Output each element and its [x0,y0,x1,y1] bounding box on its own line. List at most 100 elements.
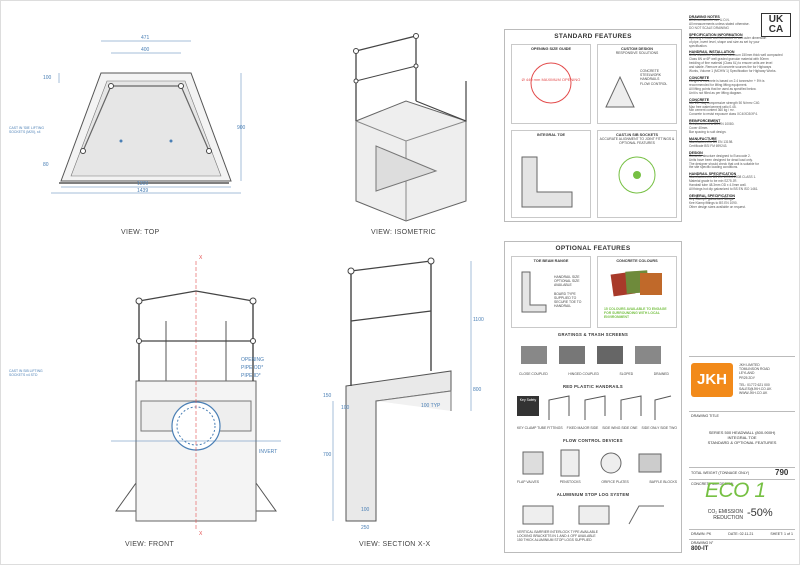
notes-spec-0: Opening in back wall fabricated to suit … [689,35,767,40]
mix-block: CONCRETE MIX DESIGN [689,479,795,489]
custom-item-0: CONCRETE [640,69,660,73]
grating-item-2: SLOPED [619,372,634,376]
grating-item-3: DRAINED [653,372,669,376]
notes-hr-2: bedding of fine material (Class 6L) to e… [689,61,773,66]
dim-471: 471 [141,35,150,41]
notes-c2-2: Min cement content 360 kg / m³. [689,108,735,113]
top-cast-label: CAST IN 'SIB' LIFTING SOCKETS (M20), x4 [9,126,44,135]
view-section-caption: VIEW: SECTION X-X [359,541,431,548]
flow-item-2: ORIFICE PLATES [601,480,629,484]
gratings-graphics [521,346,661,364]
company-address-2: LEYLAND [739,371,755,376]
front-pipe-id-label: PIPE ID* [241,373,261,379]
drawing-number-label: DRAWING N° [691,541,714,545]
cast-sockets-box: CAST-IN SIB SOCKETS ACCURATE ALIGNMENT T… [597,130,677,218]
opening-size-box: OPENING SIZE GUIDE Ø 440 mm MAXIMUM OPEN… [511,44,591,124]
notes-c-3: Unit is not filled as per lifting diagra… [689,90,742,95]
company-address-0: JKH LIMITED [739,363,760,367]
toe-beam-box: TOE BEAM RANGE HANDRAIL SIZE OPTIONAL SI… [511,256,591,328]
drawn-by: DRAWN: PK [691,532,712,536]
custom-item-1: STEELWORK [640,73,662,78]
notes-hr-3: and stable. Remove all concrete sources … [689,65,772,70]
notes-d-0: Concrete structure designed to Eurocode … [689,153,751,158]
company-contact-2: WWW.JKH.CO.UK [739,391,768,396]
view-front-drawing: X X OPENING PIPE OD* PIPE ID* INVERT [111,255,281,536]
front-cast-label: CAST IN SIB LIFTING SOCKETS x4 STD [9,369,43,378]
section-dim-700: 700 [323,452,332,458]
notes-r-0: Reinforcement to BS EN 10080. [689,122,735,127]
sheet-number: SHEET: 1 of 1 [770,532,793,536]
drawing-title-block: DRAWING TITLE SERIES 500 HEADWALL (800-9… [689,411,795,467]
jkh-logo: JKH [691,363,733,397]
colours-note: 15 COLOURS AVAILABLE TO ENGAGE FOR SURRO… [604,307,667,320]
notes-gs-0: Key Clamp® galvanised fittings. [689,197,735,201]
notes-drawing-title: DRAWING NOTES [689,15,720,19]
custom-item-3: FLOW CONTROL [640,81,668,86]
integral-toe-box: INTEGRAL TOE [511,130,591,218]
notes-dn-0: All dimensions in mm U.O.N. [689,18,730,22]
notes-dn-1: All measurements unless stated otherwise… [689,21,750,26]
eco-logo: ECO 1 [705,479,766,502]
notes-handrail-title: HANDRAIL INSTALLATION [689,50,735,55]
ukca-mark: UK CA [761,13,791,37]
notes-c-0: Weight of concrete is based on 2.4 tonne… [689,78,765,83]
standard-features-title: STANDARD FEATURES [554,33,632,40]
cast-sockets-graphic [618,156,656,194]
handrail-item-2: SIDE WING SIDE ONE [602,426,638,430]
notes-hs-title: HANDRAIL SPECIFICATION [689,172,737,177]
section-dim-150: 150 [323,393,332,399]
view-section-drawing: 1100 800 700 150 100 100 TYP 100 250 [323,257,484,531]
section-dim-100a: 100 [341,405,350,411]
toe-note-0: HANDRAIL SIZE OPTIONAL SIZE AVAILABLE [554,275,580,288]
key-safety-logo: Key Safety [517,396,539,416]
dim-1439: 1439 [137,188,148,194]
handrails-title: RED PLASTIC HANDRAILS [562,384,624,389]
grating-item-1: HINGED COUPLED [568,372,599,376]
stop-log-graphics [522,505,664,525]
notes-spec-1: of pipe, invert level, shape and size as… [689,39,760,44]
colour-swatches [610,270,662,297]
notes-m-1: Certificate BSI FM 699243. [689,143,728,148]
notes-c2-1: Max free water/cement ratio 0.45. [689,104,737,109]
handrail-item-3: SIDE ONLY SIDE TWO [641,426,677,430]
stop-note-1: LOCKING BRACKETS IN 1 AND 4 OFF AVAILABL… [517,534,596,539]
notes-dn-2: DO NOT SCALE DRAWING [689,25,729,30]
notes-spec-2: specification. [689,43,708,48]
notes-concrete-title: CONCRETE [689,75,710,80]
notes-gs-2: Other design sizes available on request. [689,204,746,209]
integral-toe-title: INTEGRAL TOE [536,133,566,137]
dim-1300: 1300 [137,181,148,187]
drawn-info-row: DRAWN: PK DATE: 02.11.21 SHEET: 1 of 1 [689,529,795,539]
view-isometric-drawing [353,33,467,222]
notes-r-1: Cover 40mm. [689,126,709,131]
notes-hr-0: Units should be bedded on minimum 150mm … [689,53,783,58]
notes-c2-3: Concrete to resist exposure class XC4/XD… [689,112,758,117]
notes-gs-title: GENERAL SPECIFICATION [689,194,735,198]
eco-emission-label: CO₂ EMISSION REDUCTION [707,509,743,521]
custom-design-title: CUSTOM DESIGN [621,47,653,51]
notes-column: DRAWING NOTES All dimensions in mm U.O.N… [689,13,795,558]
notes-r-2: Bar spacing to suit design. [689,130,727,135]
notes-hs-3: All fixings hot dip galvanized to BS EN … [689,187,759,192]
concrete-colours-box: CONCRETE COLOURS 15 COLOURS AVAILABLE TO… [597,256,677,328]
optional-features-title: OPTIONAL FEATURES [555,245,631,252]
custom-design-sub: RESPONSIVE SOLUTIONS [615,51,659,55]
standard-features-panel: STANDARD FEATURES OPENING SIZE GUIDE Ø 4… [504,29,682,222]
drawing-number-block: DRAWING N° 800-IT [689,539,795,559]
weight-block: TOTAL WEIGHT (TONNAGE ONLY) 790 [689,467,795,479]
weight-value: 790 [775,468,789,477]
drawing-date: DATE: 02.11.21 [728,532,754,536]
optional-features-panel: OPTIONAL FEATURES TOE BEAM RANGE HANDRAI… [504,241,682,553]
notes-manu-title: MANUFACTURE [689,136,717,141]
notes-spec-title: SPECIFICATION INFORMATION [689,32,743,37]
toe-beam-graphic [521,271,547,313]
cast-sockets-title: CAST-IN SIB SOCKETS [616,133,658,137]
cast-sockets-sub: ACCURATE ALIGNMENT TO JOINT FITTINGS & O… [599,137,675,146]
notes-hs-1: Material grade to be min S275 JR. [689,179,738,184]
flow-control-title: FLOW CONTROL DEVICES [563,438,623,443]
dim-80: 80 [43,162,49,168]
front-opening-label: OPENING [241,357,264,363]
notes-gs-1: Kee Klamp fittings to BS EN 1090. [689,200,738,205]
flow-item-0: FLAP VALVES [517,480,540,484]
